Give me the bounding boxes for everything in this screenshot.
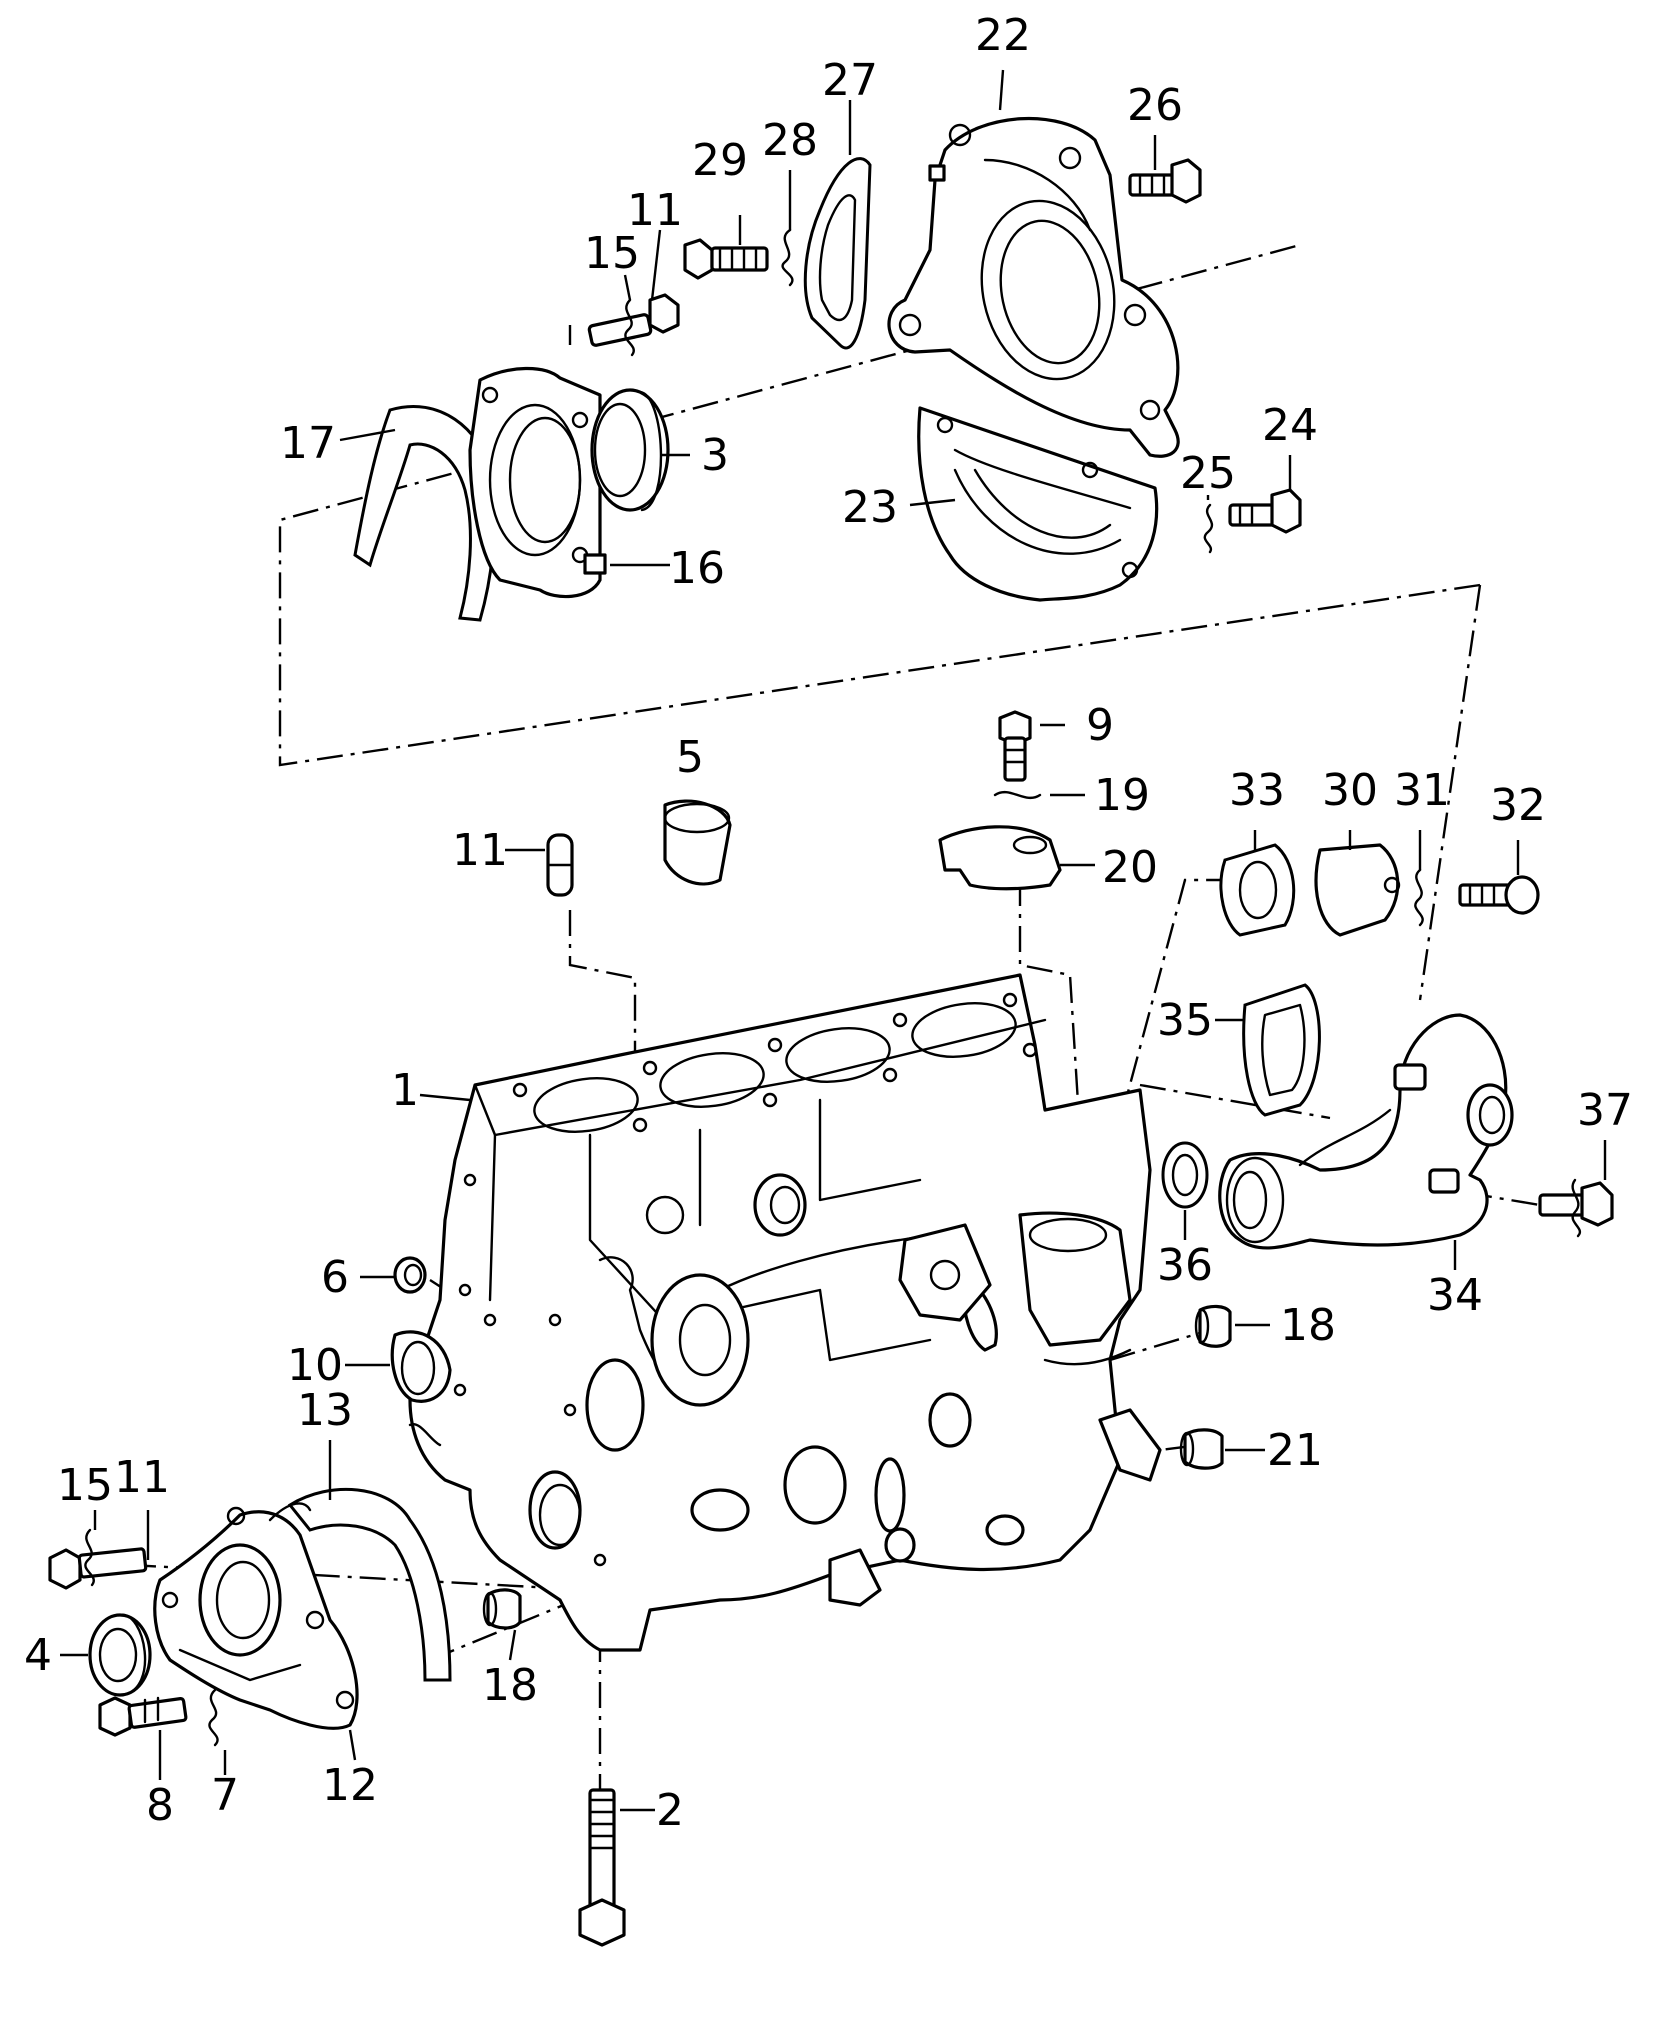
callout-4: 4 <box>24 1630 52 1681</box>
part-lower-housing <box>917 406 1159 602</box>
part-sleeve-18-right <box>1194 1304 1232 1348</box>
part-seal-36 <box>1161 1141 1209 1209</box>
callout-32: 32 <box>1490 780 1546 831</box>
callout-35: 35 <box>1157 995 1213 1046</box>
callout-2: 2 <box>656 1785 684 1836</box>
callout-5: 5 <box>676 732 704 783</box>
part-sleeve-5 <box>663 799 732 886</box>
part-bolt-9 <box>993 710 1042 800</box>
part-cover-30 <box>1314 843 1401 937</box>
callout-16: 16 <box>669 543 725 594</box>
part-sleeve-21 <box>1179 1428 1224 1470</box>
part-gasket-27 <box>803 157 872 350</box>
callout-9: 9 <box>1086 700 1114 751</box>
callout-20: 20 <box>1102 842 1158 893</box>
callout-27: 27 <box>822 55 878 106</box>
callout-6: 6 <box>321 1252 349 1303</box>
callout-10: 10 <box>287 1340 343 1391</box>
callout-25: 25 <box>1180 448 1236 499</box>
part-gasket-13 <box>287 1487 452 1682</box>
callout-18-right: 18 <box>1280 1300 1336 1351</box>
callout-11-top: 11 <box>627 185 683 236</box>
part-bolt-24 <box>1203 488 1302 554</box>
callout-12: 12 <box>322 1760 378 1811</box>
callout-29: 29 <box>692 135 748 186</box>
part-bolt-2 <box>578 1788 626 1947</box>
part-sleeve-18-left <box>482 1588 522 1630</box>
part-bolt-26 <box>1128 158 1202 204</box>
callout-37: 37 <box>1577 1085 1633 1136</box>
callout-24: 24 <box>1262 400 1318 451</box>
part-bolt-37 <box>1538 1178 1614 1238</box>
part-seal-flange-16 <box>468 366 607 599</box>
callout-18-left: 18 <box>482 1660 538 1711</box>
part-front-cover-12 <box>153 1502 359 1730</box>
part-seal-ring-3 <box>590 388 670 512</box>
callout-26: 26 <box>1127 80 1183 131</box>
callout-labels: 22 27 26 28 29 11 15 17 3 16 23 24 25 5 … <box>24 10 1633 1836</box>
part-washer-7 <box>208 1688 219 1747</box>
callout-33: 33 <box>1229 765 1285 816</box>
part-rear-seal-housing <box>887 116 1180 458</box>
callout-15-front: 15 <box>57 1460 113 1511</box>
callout-34: 34 <box>1427 1270 1483 1321</box>
part-bolt-32 <box>1458 875 1540 915</box>
callout-1: 1 <box>391 1065 419 1116</box>
callout-21: 21 <box>1267 1425 1323 1476</box>
part-plug-6 <box>393 1256 427 1294</box>
callout-36: 36 <box>1157 1240 1213 1291</box>
callout-22: 22 <box>975 10 1031 61</box>
callout-8: 8 <box>146 1780 174 1831</box>
part-bolt-29 <box>683 228 794 287</box>
leader-lines <box>60 69 1607 1812</box>
part-seal-ring-4 <box>88 1613 152 1697</box>
part-bolt-8 <box>98 1696 188 1737</box>
part-gasket-35 <box>1242 983 1321 1117</box>
callout-11-mid: 11 <box>452 825 508 876</box>
callout-31: 31 <box>1394 765 1450 816</box>
part-washer-31 <box>1414 868 1424 927</box>
part-water-pipe-34 <box>1218 1013 1514 1250</box>
callout-13: 13 <box>297 1385 353 1436</box>
part-gasket-33 <box>1219 843 1296 937</box>
callout-17: 17 <box>280 418 336 469</box>
part-bolt-11-top <box>587 293 680 357</box>
callout-19: 19 <box>1094 770 1150 821</box>
part-cap-10 <box>390 1330 452 1403</box>
callout-15-top: 15 <box>584 228 640 279</box>
callout-23: 23 <box>842 482 898 533</box>
part-bracket-20 <box>938 825 1062 891</box>
callout-28: 28 <box>762 115 818 166</box>
part-dowel-11 <box>546 833 574 897</box>
callout-11-front: 11 <box>114 1452 170 1503</box>
callout-3: 3 <box>701 430 729 481</box>
part-engine-block <box>408 973 1162 1652</box>
part-bolt-11-front <box>48 1528 148 1590</box>
callout-7: 7 <box>211 1770 239 1821</box>
callout-30: 30 <box>1322 765 1378 816</box>
